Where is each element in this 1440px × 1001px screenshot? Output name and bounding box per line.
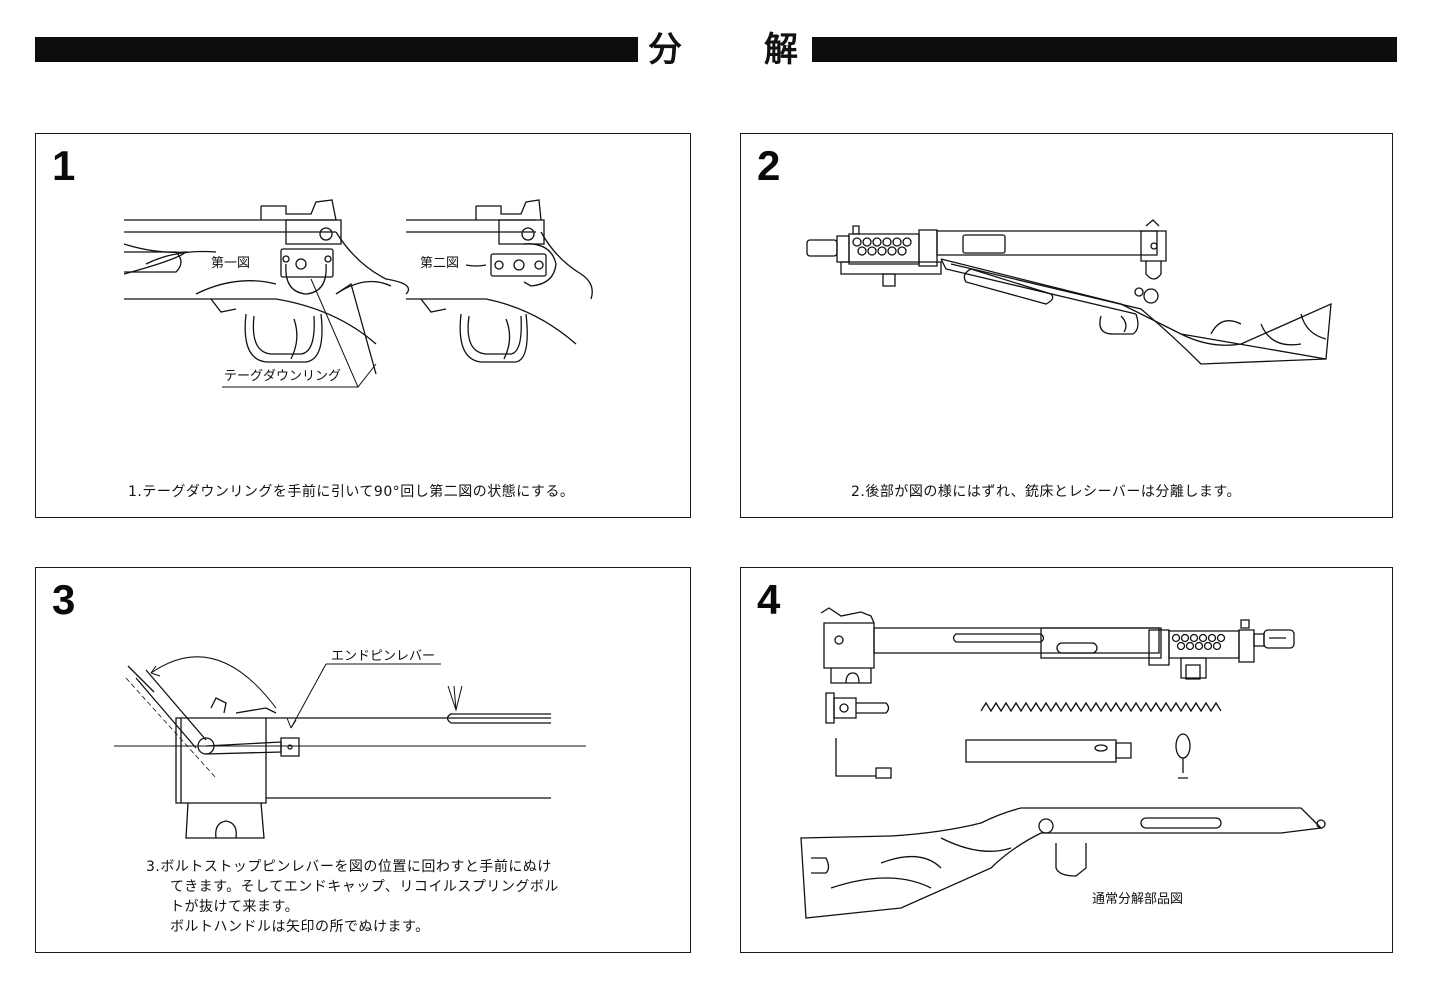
figure-2-label: 第二図 <box>420 256 459 271</box>
caption-line: 3.ボルトストップピンレバーを図の位置に回わすと手前にぬけ <box>146 859 552 875</box>
figure-1-label: 第一図 <box>211 256 250 271</box>
step-3-caption: 3.ボルトストップピンレバーを図の位置に回わすと手前にぬけ てきます。そしてエン… <box>146 857 559 937</box>
header-title-right: 解 <box>764 30 798 70</box>
parts-diagram-caption: 通常分解部品図 <box>1092 892 1184 907</box>
panel-step-2: 2 <box>740 133 1393 518</box>
header-bar-left <box>35 37 638 62</box>
receiver <box>937 220 1166 279</box>
header-bar-right <box>812 37 1397 62</box>
lever-part <box>836 738 891 778</box>
caption-line: トが抜けて来ます。 <box>170 899 300 915</box>
stock <box>941 259 1331 364</box>
field-strip-parts-illustration <box>741 568 1394 954</box>
takedown-ring-illustration: 第一図 第二図 テーグダウンリング <box>36 134 692 519</box>
bolt-part <box>966 740 1131 762</box>
step-number: 3 <box>52 576 76 623</box>
figure-2-drawing <box>406 200 592 362</box>
end-cap-bolt-part <box>826 693 889 723</box>
recoil-spring <box>981 703 1221 711</box>
bolt-body-lines <box>266 718 551 798</box>
caption-line: ボルトハンドルは矢印の所でぬけます。 <box>170 919 430 935</box>
header-title-left: 分 <box>648 30 682 70</box>
arrow-indicator <box>448 686 462 710</box>
step-1-caption: 1.テーグダウンリングを手前に引いて90°回し第二図の状態にする。 <box>128 484 575 500</box>
stock-part <box>801 808 1325 918</box>
bolt-handle-slot <box>448 714 552 723</box>
step-number: 2 <box>757 142 781 189</box>
receiver-part <box>821 608 1294 683</box>
takedown-ring-callout: テーグダウンリング <box>224 369 341 384</box>
panel-step-1: 1 第一図 <box>35 133 691 518</box>
step-number: 4 <box>757 576 781 623</box>
end-pin-lever-illustration: エンドピンレバー <box>36 649 692 954</box>
figure-1-drawing <box>124 200 409 374</box>
step-2-caption: 2.後部が図の様にはずれ、銃床とレシーバーは分離します。 <box>851 484 1241 500</box>
receiver-stock-separation-illustration <box>741 134 1394 519</box>
barrel-shroud <box>807 226 941 286</box>
end-cap-drawing <box>126 657 299 838</box>
end-pin-lever-callout: エンドピンレバー <box>331 649 435 664</box>
panel-step-3: 3 エンドピンレバー 3.ボルトストップピンレバーを図の位置に回わすと手前にぬけ <box>35 567 691 953</box>
caption-line: てきます。そしてエンドキャップ、リコイルスプリングボル <box>170 879 559 895</box>
panel-step-4: 4 <box>740 567 1393 953</box>
bolt-handle-part <box>1176 734 1190 778</box>
step-number: 1 <box>52 142 76 189</box>
